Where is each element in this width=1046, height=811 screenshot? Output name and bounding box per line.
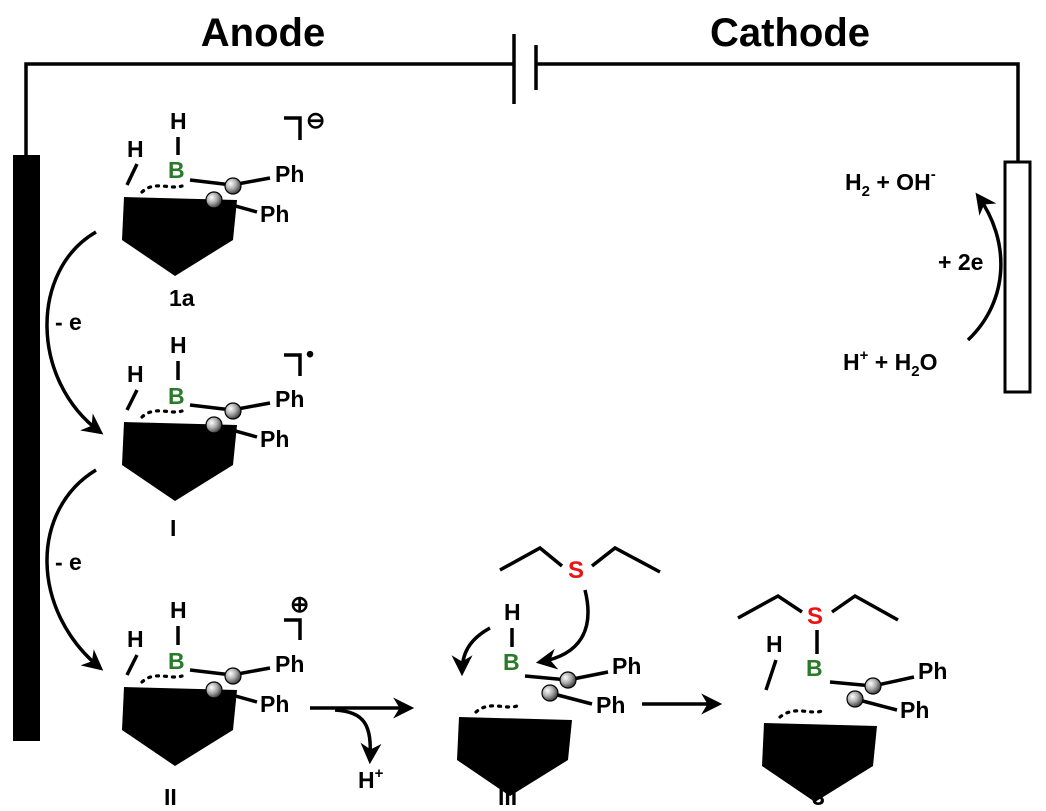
boron-atom: B — [806, 655, 823, 681]
oxidation-arrow-1 — [45, 230, 104, 435]
anode-electrode — [13, 155, 40, 741]
species-label: II — [164, 784, 177, 810]
ph-2: Ph — [260, 201, 289, 227]
cathode-electrons-label: + 2e — [938, 249, 983, 275]
species-label: III — [498, 784, 517, 810]
ph-2: Ph — [260, 426, 289, 452]
ph-1: Ph — [275, 161, 304, 187]
boron-atom: B — [168, 383, 185, 409]
cathode-reactant: H+ + H2O — [843, 347, 937, 380]
charge-symbol: • — [306, 341, 314, 367]
species-label: I — [170, 515, 176, 541]
h-top: H — [170, 332, 187, 358]
sulfur-atom: S — [807, 603, 823, 630]
h-left: H — [127, 626, 144, 652]
ph-1: Ph — [612, 653, 641, 679]
boron-atom: B — [168, 648, 185, 674]
species-label: 1a — [169, 285, 195, 311]
coordination-arrow — [535, 589, 590, 670]
cathode-electrode — [1003, 160, 1032, 394]
cathode-title: Cathode — [710, 11, 870, 55]
species-1a: H B H Ph Ph ⊖ 1a — [122, 107, 325, 311]
h-left: H — [766, 631, 783, 657]
oxidation-label-1: - e — [55, 309, 82, 335]
oxidation-arrow-2 — [45, 468, 104, 671]
ph-1: Ph — [275, 386, 304, 412]
anode-title: Anode — [201, 11, 325, 55]
proton-byproduct: H+ — [358, 765, 384, 793]
hydride-arrow — [451, 626, 491, 677]
boron-atom: B — [168, 157, 185, 183]
species-II: H B H Ph Ph ⊕ II — [122, 591, 309, 810]
h-top: H — [170, 597, 187, 623]
ph-2: Ph — [260, 691, 289, 717]
charge-symbol: ⊖ — [306, 107, 325, 133]
thioether-reagent: S — [499, 545, 661, 670]
proton-release-arrow — [334, 708, 382, 765]
sulfur-atom: S — [568, 557, 584, 584]
h-top: H — [170, 108, 187, 134]
ph-2: Ph — [900, 697, 929, 723]
oxidation-label-2: - e — [55, 549, 82, 575]
h-left: H — [127, 361, 144, 387]
boron-atom: B — [503, 649, 520, 675]
species-III: H B Ph Ph III — [451, 599, 641, 810]
h-left: H — [127, 136, 144, 162]
circuit-wire — [24, 34, 1020, 162]
charge-symbol: ⊕ — [290, 591, 309, 617]
cathode-arrow — [966, 192, 1003, 342]
ph-1: Ph — [918, 658, 947, 684]
ph-2: Ph — [596, 692, 625, 718]
h-top: H — [504, 599, 521, 625]
ph-1: Ph — [275, 651, 304, 677]
species-I: H B H Ph Ph • I — [122, 332, 314, 541]
species-3: S B H Ph Ph 3 — [737, 593, 947, 810]
species-label: 3 — [812, 784, 825, 810]
cathode-product: H2 + OH- — [845, 166, 936, 200]
